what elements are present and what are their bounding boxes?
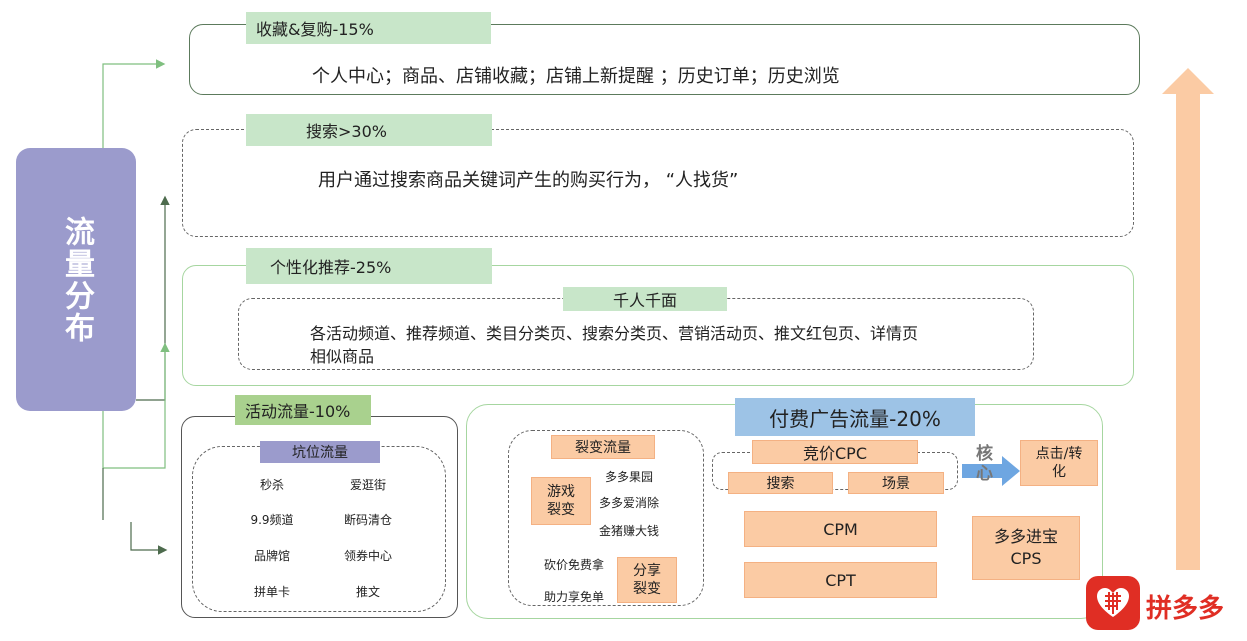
personal-text-line1: 各活动频道、推荐频道、类目分类页、搜索分类页、营销活动页、推文红包页、详情页 xyxy=(310,324,919,343)
cps-label: 多多进宝CPS xyxy=(993,527,1058,568)
logo-heart-icon xyxy=(1097,588,1129,617)
core-label: 核心 xyxy=(976,444,1000,484)
share-item: 砍价免费拿 xyxy=(544,558,605,572)
fission-tag: 裂变流量 xyxy=(551,435,655,459)
paid-title: 付费广告流量-20% xyxy=(735,398,975,436)
side-label-box: 流量分布 xyxy=(16,148,136,411)
activity-subtag: 坑位流量 xyxy=(260,441,380,463)
activity-item: 推文 xyxy=(355,585,380,599)
share-fission: 分享裂变 xyxy=(617,557,677,603)
game-item: 多多果园 xyxy=(605,470,654,484)
search-tag: 搜索>30% xyxy=(246,114,492,146)
activity-item: 秒杀 xyxy=(259,478,284,492)
activity-inner-box xyxy=(192,446,446,612)
cpt-box: CPT xyxy=(744,562,937,598)
core-text: 核心 xyxy=(976,444,993,484)
search-box xyxy=(182,129,1134,237)
personal-text-line2: 相似商品 xyxy=(310,347,375,366)
personal-subtag: 千人千面 xyxy=(563,287,727,311)
collect-box xyxy=(189,24,1140,95)
personal-box xyxy=(182,265,1134,386)
activity-item: 领券中心 xyxy=(343,549,392,563)
activity-tag: 活动流量-10% xyxy=(235,395,371,425)
game-item: 多多爱消除 xyxy=(599,496,660,510)
game-fission: 游戏裂变 xyxy=(531,477,591,525)
search-text: 用户通过搜索商品关键词产生的购买行为， “人找货” xyxy=(318,170,739,191)
cpm-box: CPM xyxy=(744,511,937,547)
core-arrow xyxy=(962,456,1020,486)
game-item: 金猪赚大钱 xyxy=(599,524,660,538)
fission-box xyxy=(508,430,704,606)
pinduoduo-logo-icon xyxy=(1086,576,1140,630)
activity-item: 断码清仓 xyxy=(343,513,392,527)
up-arrow xyxy=(1162,68,1214,570)
personal-tag: 个性化推荐-25% xyxy=(246,248,492,284)
collect-text: 个人中心；商品、店铺收藏；店铺上新提醒 ；历史订单；历史浏览 xyxy=(312,66,840,87)
activity-item: 爱逛街 xyxy=(349,478,386,492)
cps-box: 多多进宝CPS xyxy=(972,516,1080,580)
activity-item: 拼单卡 xyxy=(253,585,290,599)
brand-name: 拼多多 xyxy=(1146,594,1225,624)
game-fission-label: 游戏裂变 xyxy=(547,484,575,518)
cpc-search: 搜索 xyxy=(728,472,833,494)
click-convert-label: 点击/转化 xyxy=(1035,446,1083,480)
collect-tag: 收藏&复购-15% xyxy=(246,12,491,44)
cpc-scene: 场景 xyxy=(848,472,944,494)
activity-item: 品牌馆 xyxy=(253,549,290,563)
share-item: 助力享免单 xyxy=(544,590,605,604)
share-fission-label: 分享裂变 xyxy=(633,563,661,597)
side-label: 流量分布 xyxy=(59,215,94,344)
activity-item: 9.9频道 xyxy=(250,513,294,527)
cpc-label: 竞价CPC xyxy=(752,440,918,464)
click-convert: 点击/转化 xyxy=(1020,440,1098,486)
